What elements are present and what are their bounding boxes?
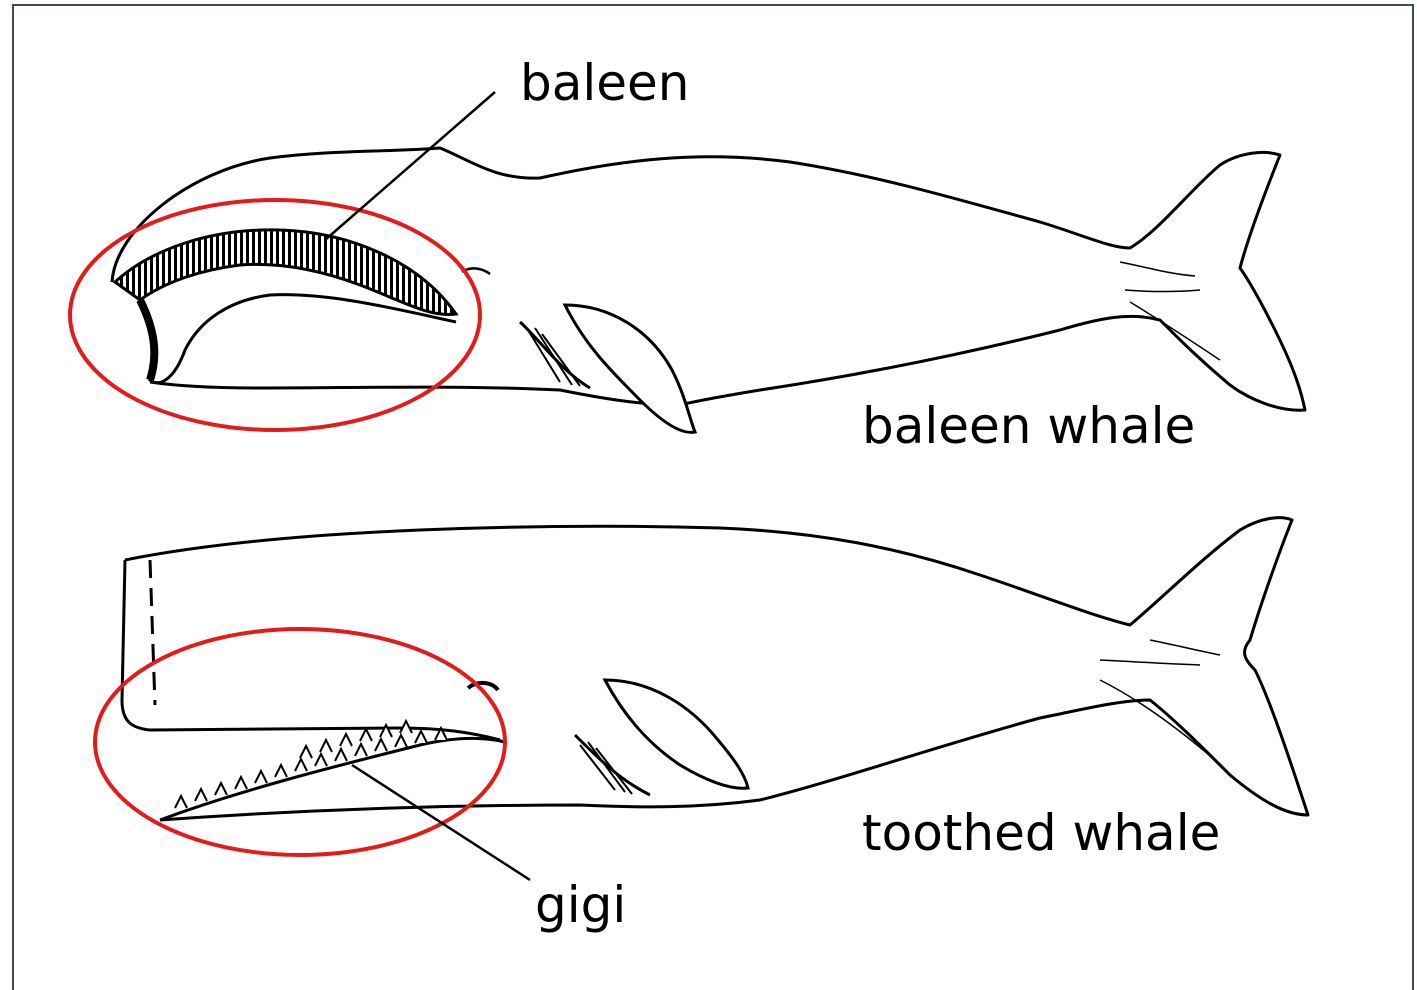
baleen-whale-body (112, 148, 1305, 410)
gigi-label: gigi (535, 876, 626, 934)
baleen-label: baleen (520, 54, 689, 112)
baleen-whale-label: baleen whale (862, 397, 1195, 455)
toothed-whale-label: toothed whale (862, 804, 1220, 862)
baleen-whale-drawing (112, 148, 1305, 432)
toothed-whale-drawing (122, 518, 1308, 820)
